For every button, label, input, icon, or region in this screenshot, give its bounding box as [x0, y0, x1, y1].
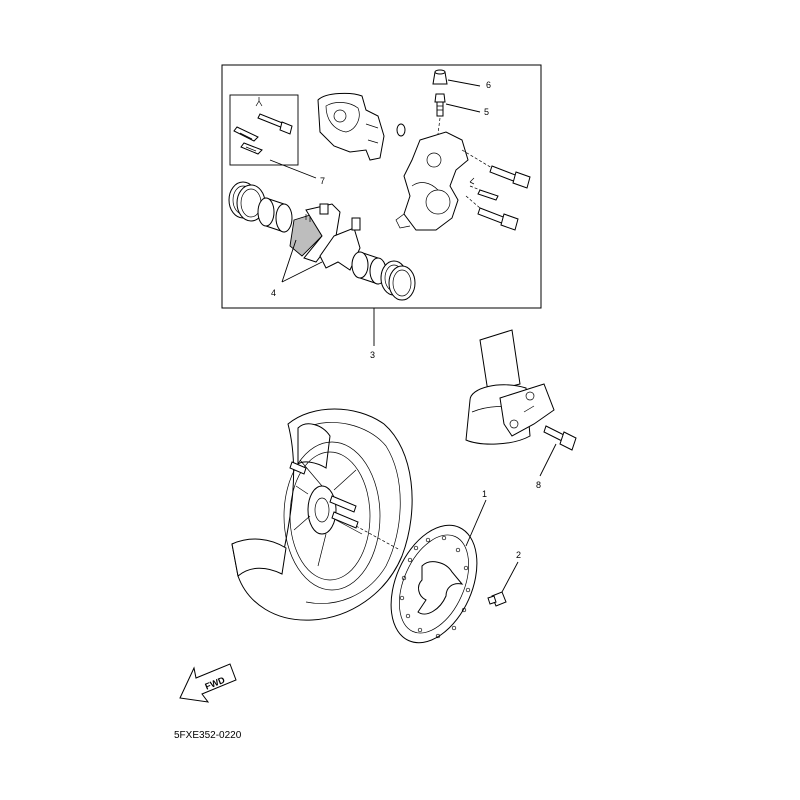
- leader-2: [501, 561, 519, 593]
- leader-5: [445, 103, 481, 113]
- front-fork: [465, 329, 555, 445]
- leader-4b: [281, 261, 323, 283]
- leader-8: [539, 443, 557, 477]
- brake-pad-front: [289, 203, 341, 263]
- brake-pad-rear: [319, 217, 361, 271]
- callout-3: 3: [370, 350, 375, 360]
- caliper-body: [395, 131, 469, 231]
- caliper-bracket: [317, 92, 385, 161]
- forward-arrow-icon: FWD: [179, 663, 237, 703]
- o-ring: [396, 123, 406, 137]
- callout-8: 8: [536, 480, 541, 490]
- callout-4: 4: [271, 288, 276, 298]
- caliper-bolt-upper: [489, 165, 531, 189]
- diagram-code: 5FXE352-0220: [174, 730, 242, 741]
- piston-left: [257, 197, 293, 233]
- brake-disc: [390, 524, 478, 644]
- caliper-bolt-lower: [477, 207, 519, 231]
- leader-6: [447, 79, 481, 87]
- disc-bolt: [487, 591, 507, 607]
- bleed-cap: [432, 69, 448, 85]
- caliper-pin: [469, 177, 499, 201]
- callout-1: 1: [482, 489, 487, 499]
- piston-right: [351, 251, 387, 285]
- piston-seals-right: [380, 260, 416, 301]
- caliper-mount-bolt: [543, 425, 577, 451]
- leader-1: [465, 499, 487, 547]
- caliper-assembly-frame: [221, 64, 542, 309]
- bolt-kit-inset: [229, 94, 299, 166]
- callout-5: 5: [484, 107, 489, 117]
- callout-2: 2: [516, 550, 521, 560]
- callout-6: 6: [486, 80, 491, 90]
- leader-4a: [281, 239, 297, 283]
- leader-7: [269, 159, 317, 179]
- bleed-screw: [434, 93, 446, 117]
- front-wheel: [231, 408, 413, 621]
- callout-7: 7: [320, 176, 325, 186]
